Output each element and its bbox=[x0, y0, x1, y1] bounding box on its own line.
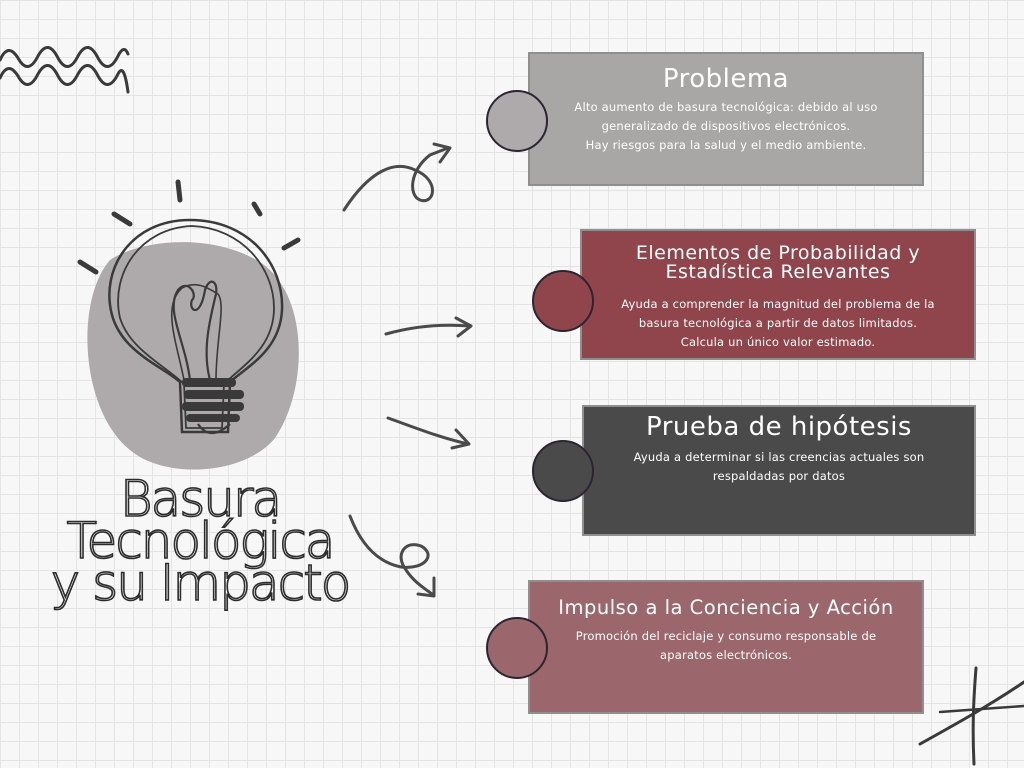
lightbulb-icon bbox=[77, 179, 301, 470]
card-description: Ayuda a comprender la magnitud del probl… bbox=[582, 295, 974, 352]
card-text-line: Alto aumento de basura tecnológica: debi… bbox=[574, 100, 878, 114]
title-line: Basura bbox=[119, 470, 283, 528]
card-text-line: Ayuda a determinar si las creencias actu… bbox=[633, 450, 925, 464]
card-prueba: Prueba de hipótesis Ayuda a determinar s… bbox=[582, 405, 976, 536]
card-description: Alto aumento de basura tecnológica: debi… bbox=[530, 98, 922, 155]
card-description: Promoción del reciclaje y consumo respon… bbox=[530, 627, 922, 665]
card-title-line: Estadística Relevantes bbox=[665, 261, 891, 283]
cross-scribble-icon bbox=[918, 666, 1024, 766]
card-text-line: Ayuda a comprender la magnitud del probl… bbox=[621, 297, 935, 311]
zigzag-scribble-icon bbox=[0, 46, 130, 94]
curved-arrow-icon bbox=[342, 142, 452, 212]
title-line: y su Impacto bbox=[50, 554, 352, 612]
card-text-line: respaldadas por datos bbox=[712, 469, 846, 483]
curved-arrow-icon bbox=[386, 416, 471, 450]
node-circle bbox=[532, 440, 594, 502]
card-text-line: basura tecnológica a partir de datos lim… bbox=[638, 316, 918, 330]
card-title: Impulso a la Conciencia y Acción bbox=[558, 596, 894, 619]
main-title: Basura Tecnológica y su Impacto bbox=[20, 470, 380, 612]
node-circle bbox=[486, 617, 548, 679]
node-circle bbox=[486, 90, 548, 152]
title-line: Tecnológica bbox=[66, 512, 337, 570]
card-text-line: Promoción del reciclaje y consumo respon… bbox=[575, 629, 877, 643]
card-text-line: Hay riesgos para la salud y el medio amb… bbox=[585, 138, 867, 152]
card-title: Problema bbox=[662, 64, 790, 94]
card-problema: Problema Alto aumento de basura tecnológ… bbox=[528, 52, 924, 186]
card-description: Ayuda a determinar si las creencias actu… bbox=[584, 448, 974, 486]
card-elementos: Elementos de Probabilidad y Estadística … bbox=[580, 229, 976, 360]
card-text-line: generalizado de dispositivos electrónico… bbox=[601, 119, 851, 133]
node-circle bbox=[532, 270, 594, 332]
card-title-line: Elementos de Probabilidad y bbox=[635, 242, 921, 264]
curved-arrow-icon bbox=[348, 514, 436, 598]
curved-arrow-icon bbox=[384, 316, 473, 338]
card-title: Elementos de Probabilidad y Estadística … bbox=[582, 244, 974, 282]
card-impulso: Impulso a la Conciencia y Acción Promoci… bbox=[528, 580, 924, 714]
card-text-line: Calcula un único valor estimado. bbox=[680, 335, 876, 349]
card-text-line: aparatos electrónicos. bbox=[660, 648, 792, 662]
card-title: Prueba de hipótesis bbox=[646, 412, 912, 442]
